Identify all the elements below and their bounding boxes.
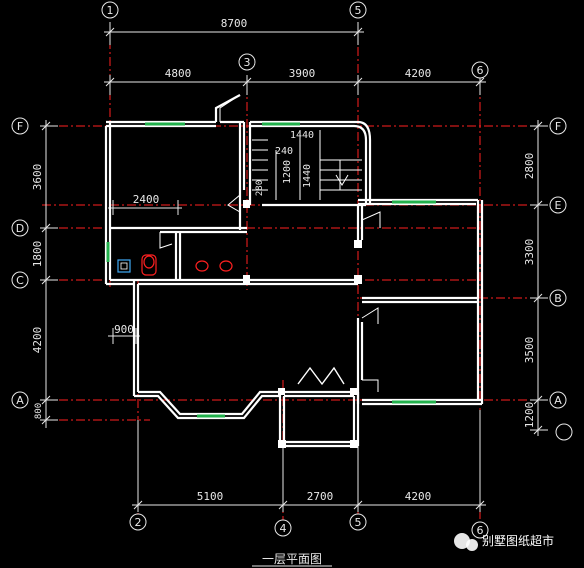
axis-label-bottom-5: 5 <box>355 516 362 529</box>
dimension-lines <box>40 22 548 512</box>
axis-label-bottom-2: 2 <box>135 516 142 529</box>
axis-label-left-D: D <box>16 222 24 235</box>
dim-stair-240: 240 <box>275 146 293 157</box>
axis-bubbles <box>11 1 573 539</box>
doors <box>159 94 381 392</box>
dim-stair-280: 280 <box>255 180 265 196</box>
axis-label-bottom-4: 4 <box>280 522 287 535</box>
dim-top-total: 8700 <box>221 17 248 30</box>
dim-left-seg-2: 1800 <box>31 241 44 268</box>
dim-left-seg-1: 3600 <box>31 164 44 191</box>
dim-stair-1200: 1200 <box>282 160 293 184</box>
axis-label-bottom-6: 6 <box>477 524 484 537</box>
columns <box>243 200 362 448</box>
dim-top-seg-2: 3900 <box>289 67 316 80</box>
dim-bottom-seg-1: 5100 <box>197 490 224 503</box>
windows <box>106 122 436 418</box>
dim-left-seg-4: 800 <box>34 403 44 419</box>
dim-stair-1440-b: 1440 <box>302 164 313 188</box>
watermark-text: 别墅图纸超市 <box>482 533 554 548</box>
axis-label-top-1: 1 <box>107 4 114 17</box>
dim-right-seg-4: 1200 <box>523 402 536 429</box>
dim-left-seg-3: 4200 <box>31 327 44 354</box>
dim-stair-1440-a: 1440 <box>290 130 314 141</box>
watermark: 别墅图纸超市 <box>454 533 554 551</box>
dim-bottom-seg-2: 2700 <box>307 490 334 503</box>
dim-inner-900: 900 <box>114 323 134 336</box>
dim-inner-2400: 2400 <box>133 193 160 206</box>
axis-label-right-E: E <box>555 199 562 212</box>
stairs <box>252 130 362 200</box>
dim-right-seg-3: 3500 <box>523 337 536 364</box>
axis-label-top-3: 3 <box>244 56 251 69</box>
axis-label-right-F: F <box>555 120 561 133</box>
dim-right-seg-1: 2800 <box>523 153 536 180</box>
walls <box>104 94 484 448</box>
bathroom-fixtures <box>141 254 233 276</box>
drawing-title: 一层平面图 <box>262 552 322 566</box>
axis-label-right-B: B <box>554 292 562 305</box>
dim-right-seg-2: 3300 <box>523 239 536 266</box>
axis-label-top-5: 5 <box>355 4 362 17</box>
dim-top-seg-3: 4200 <box>405 67 432 80</box>
axis-label-left-F: F <box>17 120 23 133</box>
axis-label-top-6: 6 <box>477 64 484 77</box>
dim-top-seg-1: 4800 <box>165 67 192 80</box>
axis-label-left-C: C <box>16 274 24 287</box>
dim-bottom-seg-3: 4200 <box>405 490 432 503</box>
axis-label-left-A: A <box>16 394 24 407</box>
axis-label-right-A: A <box>554 394 562 407</box>
floor-drain-icon <box>117 259 131 273</box>
